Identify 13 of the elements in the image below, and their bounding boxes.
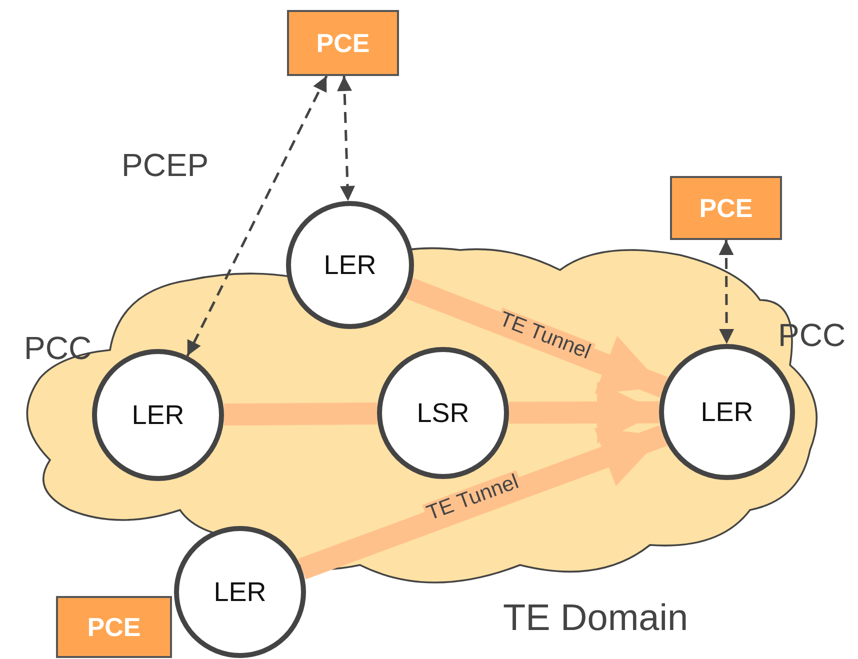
server-box: PCE <box>670 176 782 240</box>
domain-label: TE Domain <box>503 597 688 639</box>
tunnel-arrow <box>508 381 660 444</box>
dashed-arrow <box>337 76 355 202</box>
role-label: PCC <box>24 330 92 367</box>
dashed-arrow <box>186 75 328 356</box>
router-circle: LER <box>286 201 414 329</box>
tunnel-arrow <box>406 278 668 398</box>
server-box: PCE <box>287 10 399 76</box>
tunnel-arrow <box>298 425 668 580</box>
server-box: PCE <box>56 596 172 658</box>
dashed-arrow <box>718 240 734 344</box>
router-circle: LER <box>174 526 306 658</box>
